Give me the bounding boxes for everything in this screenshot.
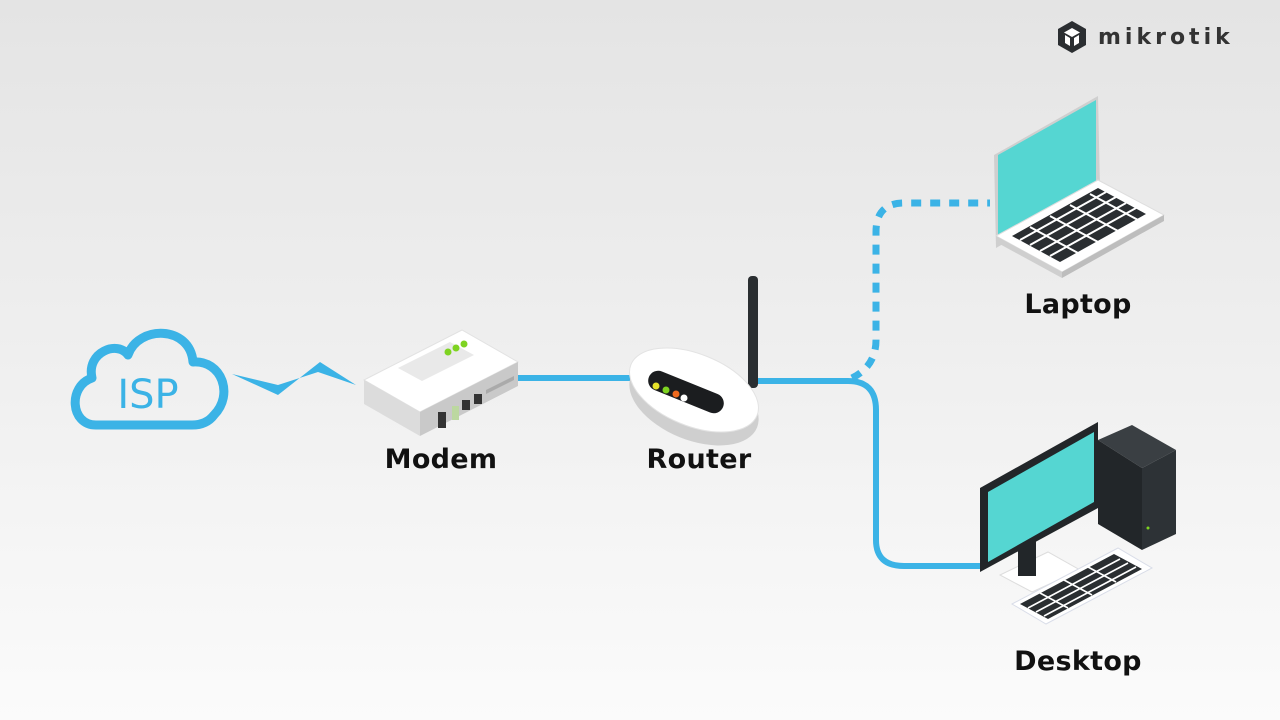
laptop-label: Laptop [1024,289,1132,320]
edge-router-desktop [758,378,985,569]
mikrotik-hex-logo-icon [1058,21,1086,53]
isp-cloud-icon: ISP [70,328,229,430]
modem-label: Modem [384,444,498,475]
edge-isp-modem [232,362,356,395]
connections [232,199,990,569]
isp-label: ISP [117,372,178,418]
mikrotik-logo: mikrotik [1056,20,1234,54]
desktop-label: Desktop [1014,646,1142,677]
edge-router-laptop [850,199,990,382]
laptop-icon [994,96,1166,278]
desktop-icon [980,422,1176,625]
brand-name: mikrotik [1098,24,1234,50]
modem-icon [362,329,520,436]
router-label: Router [646,444,752,475]
router-icon [629,276,759,446]
